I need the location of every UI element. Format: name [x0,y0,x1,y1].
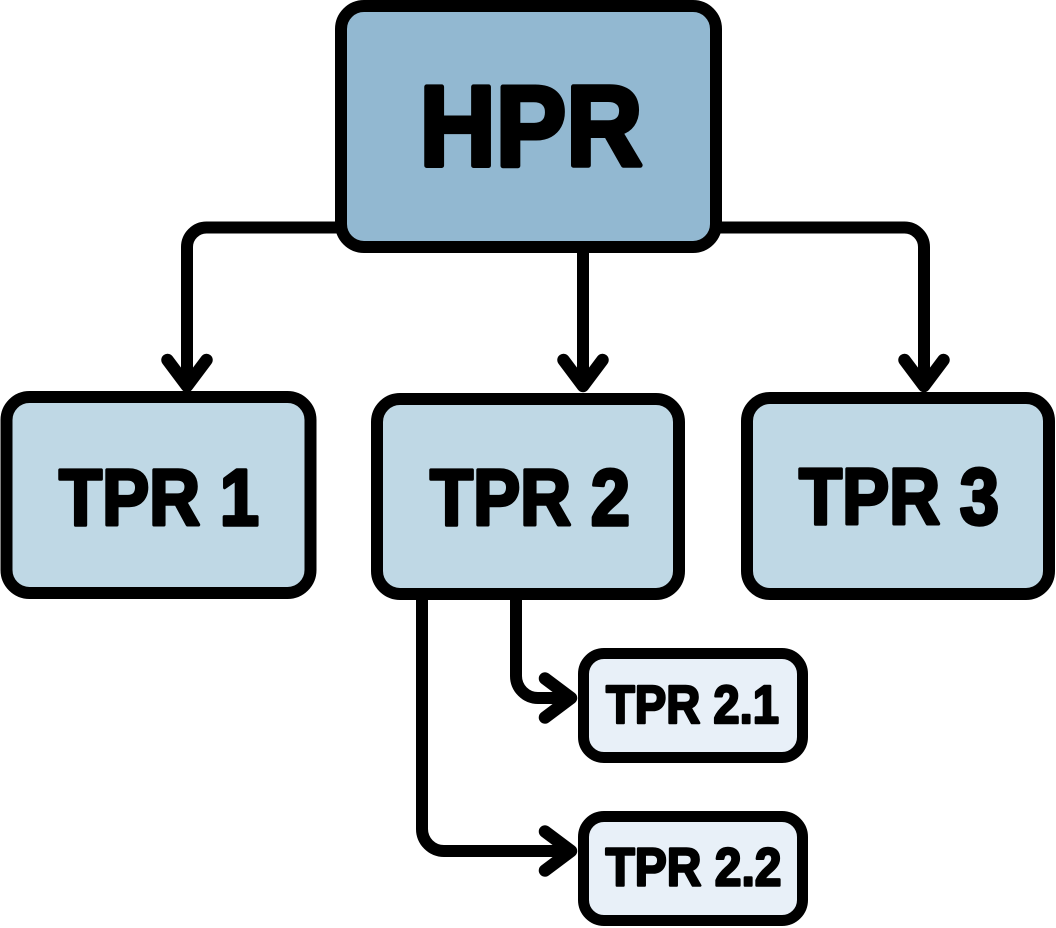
svg-text:TPR 2.1: TPR 2.1 [606,675,779,735]
svg-text:TPR 2.2: TPR 2.2 [606,838,782,898]
svg-text:HPR: HPR [420,64,643,191]
svg-text:TPR 1: TPR 1 [59,453,259,542]
svg-text:TPR 3: TPR 3 [799,452,999,541]
svg-text:TPR 2: TPR 2 [430,453,630,542]
